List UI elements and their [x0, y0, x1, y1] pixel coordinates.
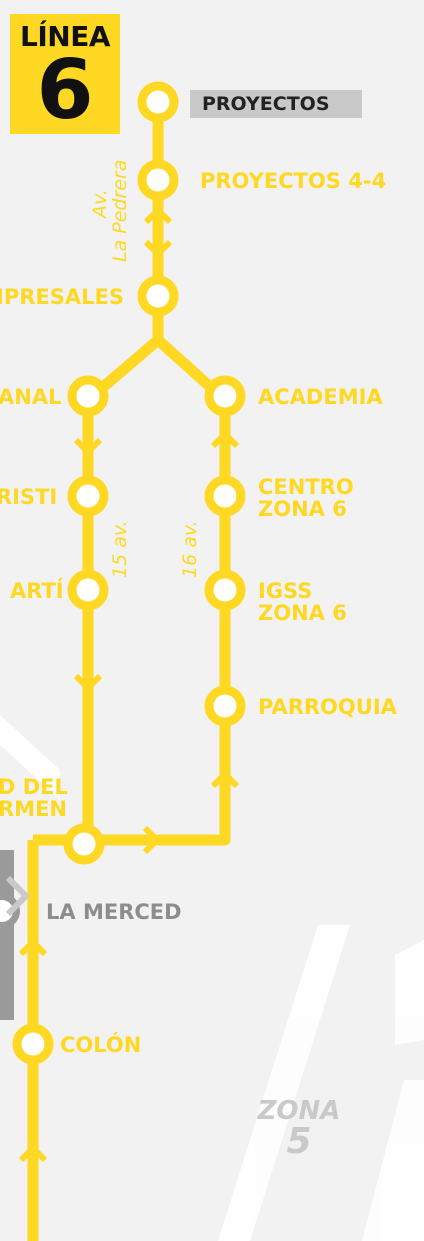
street-label-pedrera-line1: Av. — [89, 189, 111, 218]
station-parroquia — [204, 685, 246, 727]
line-6-track — [27, 102, 231, 1241]
zone-label: ZONA 5 — [244, 1098, 354, 1160]
station-canal — [67, 375, 109, 417]
station-label-colon: COLÓN — [60, 1033, 142, 1057]
station-igss-zona-6 — [204, 569, 246, 611]
line-badge: LÍNEA 6 — [10, 14, 120, 138]
station-label-marti: ARTÍ — [10, 579, 64, 603]
street-label-15-av: 15 av. — [109, 520, 131, 578]
station-label-centro-zona-6-line2: ZONA 6 — [258, 497, 347, 521]
station-label-igss-zona-6-line2: ZONA 6 — [258, 601, 347, 625]
station-label-empresales: IPRESALES — [0, 285, 124, 309]
station-carmen — [63, 823, 105, 865]
station-marti — [67, 569, 109, 611]
station-label-la-merced: LA MERCED — [46, 900, 182, 924]
direction-arrows — [18, 205, 240, 1163]
station-label-academia: ACADEMIA — [258, 385, 383, 409]
station-proyectos — [137, 81, 179, 123]
line-badge-number: 6 — [36, 43, 94, 138]
stations — [12, 81, 246, 1065]
station-centro-zona-6 — [204, 475, 246, 517]
station-proyectos-4-4 — [137, 159, 179, 201]
station-label-proyectos: PROYECTOS — [190, 90, 362, 118]
station-cristi — [67, 475, 109, 517]
zone-label-number: 5 — [286, 1121, 312, 1162]
station-colon — [12, 1023, 54, 1065]
station-label-parroquia: PARROQUIA — [258, 695, 397, 719]
other-line — [0, 850, 20, 1020]
station-label-igss-zona-6-line1: IGSS — [258, 579, 313, 603]
station-label-proyectos-4-4: PROYECTOS 4-4 — [200, 169, 387, 193]
zone-label-text: ZONA — [257, 1096, 341, 1126]
station-label-canal: ANAL — [0, 385, 62, 409]
station-empresales — [137, 275, 179, 317]
street-label-pedrera-line2: La Pedrera — [109, 159, 131, 262]
station-label-carmen-line2: RMEN — [0, 797, 67, 821]
station-label-carmen-line1: D DEL — [0, 775, 68, 799]
transfer-arrow-icon — [5, 875, 31, 917]
street-bands — [0, 715, 424, 1241]
line-badge-label: LÍNEA — [20, 20, 111, 53]
street-label-16-av: 16 av. — [179, 520, 201, 578]
station-academia — [204, 375, 246, 417]
station-label-cristi: RISTI — [0, 485, 58, 509]
station-label-centro-zona-6-line1: CENTRO — [258, 475, 354, 499]
